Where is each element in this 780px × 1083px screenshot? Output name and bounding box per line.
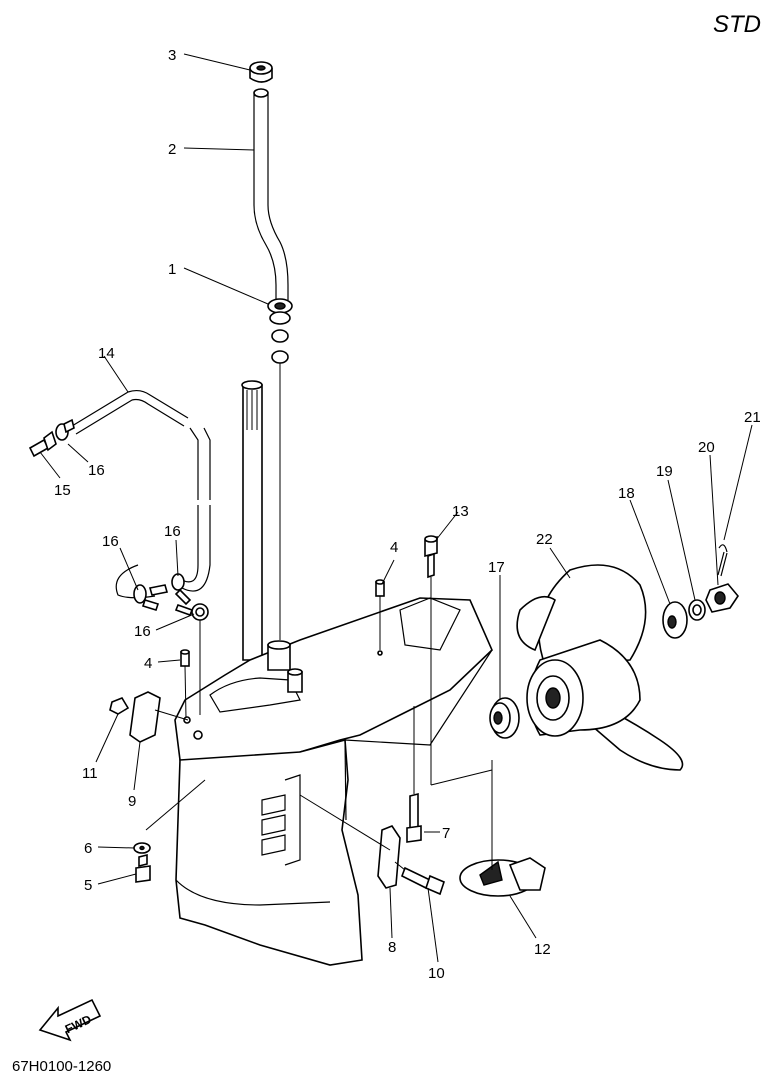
callout-14: 14 <box>98 345 115 362</box>
part-4-dowel-pin-upper <box>375 579 385 650</box>
callout-4-upper: 4 <box>390 539 398 556</box>
callout-13: 13 <box>452 503 469 520</box>
part-15-fitting <box>28 430 57 458</box>
callout-7: 7 <box>442 825 450 842</box>
callout-6: 6 <box>84 840 92 857</box>
part-18-thrust-washer <box>662 601 688 639</box>
diagram-code: 67H0100-1260 <box>12 1058 111 1075</box>
part-4-dowel-pin-lower <box>180 649 190 719</box>
callout-4-lower: 4 <box>144 655 152 672</box>
callout-21: 21 <box>744 409 761 426</box>
lower-casing <box>174 597 493 966</box>
part-16-clamp-d <box>174 603 209 715</box>
part-9-plate <box>129 691 189 743</box>
callout-22: 22 <box>536 531 553 548</box>
callout-17: 17 <box>488 559 505 576</box>
part-8-cover <box>299 794 401 889</box>
part-20-nut <box>705 583 739 613</box>
part-16-clamp-b <box>115 564 169 611</box>
part-16-clamp-a <box>55 418 75 441</box>
part-16-clamp-c <box>171 573 192 606</box>
callout-3: 3 <box>168 47 176 64</box>
callout-20: 20 <box>698 439 715 456</box>
callout-10: 10 <box>428 965 445 982</box>
leader-lines <box>39 53 753 963</box>
part-11-nut <box>109 697 130 715</box>
part-2-water-tube <box>253 88 289 300</box>
callout-16-a: 16 <box>88 462 105 479</box>
callout-19: 19 <box>656 463 673 480</box>
callout-1: 1 <box>168 261 176 278</box>
part-19-washer <box>688 599 706 621</box>
part-5-bolt <box>135 853 151 883</box>
part-3-grommet <box>249 61 273 83</box>
standard-label: STD <box>713 11 761 38</box>
callout-15: 15 <box>54 482 71 499</box>
callout-5: 5 <box>84 877 92 894</box>
callout-9: 9 <box>128 793 136 810</box>
drive-shaft <box>241 380 263 661</box>
part-17-spacer <box>489 697 520 739</box>
callout-12: 12 <box>534 941 551 958</box>
callout-16-b: 16 <box>102 533 119 550</box>
callout-11: 11 <box>82 765 98 782</box>
part-21-cotter-pin <box>717 544 728 577</box>
part-1-grommet-set <box>267 298 293 640</box>
callout-labels: 3 2 1 14 16 15 16 16 16 4 4 13 17 22 18 … <box>54 47 761 982</box>
part-10-screw <box>394 861 445 896</box>
callout-16-d: 16 <box>134 623 151 640</box>
callout-18: 18 <box>618 485 635 502</box>
callout-8: 8 <box>388 939 396 956</box>
callout-2: 2 <box>168 141 176 158</box>
part-22-propeller <box>516 564 684 771</box>
forward-arrow-icon: FWD <box>38 998 102 1042</box>
part-7-bolt <box>406 706 422 843</box>
part-12-trim-tab-anode <box>459 760 546 897</box>
part-6-washer <box>133 779 206 854</box>
part-14-hose <box>71 389 211 592</box>
callout-16-c: 16 <box>164 523 181 540</box>
